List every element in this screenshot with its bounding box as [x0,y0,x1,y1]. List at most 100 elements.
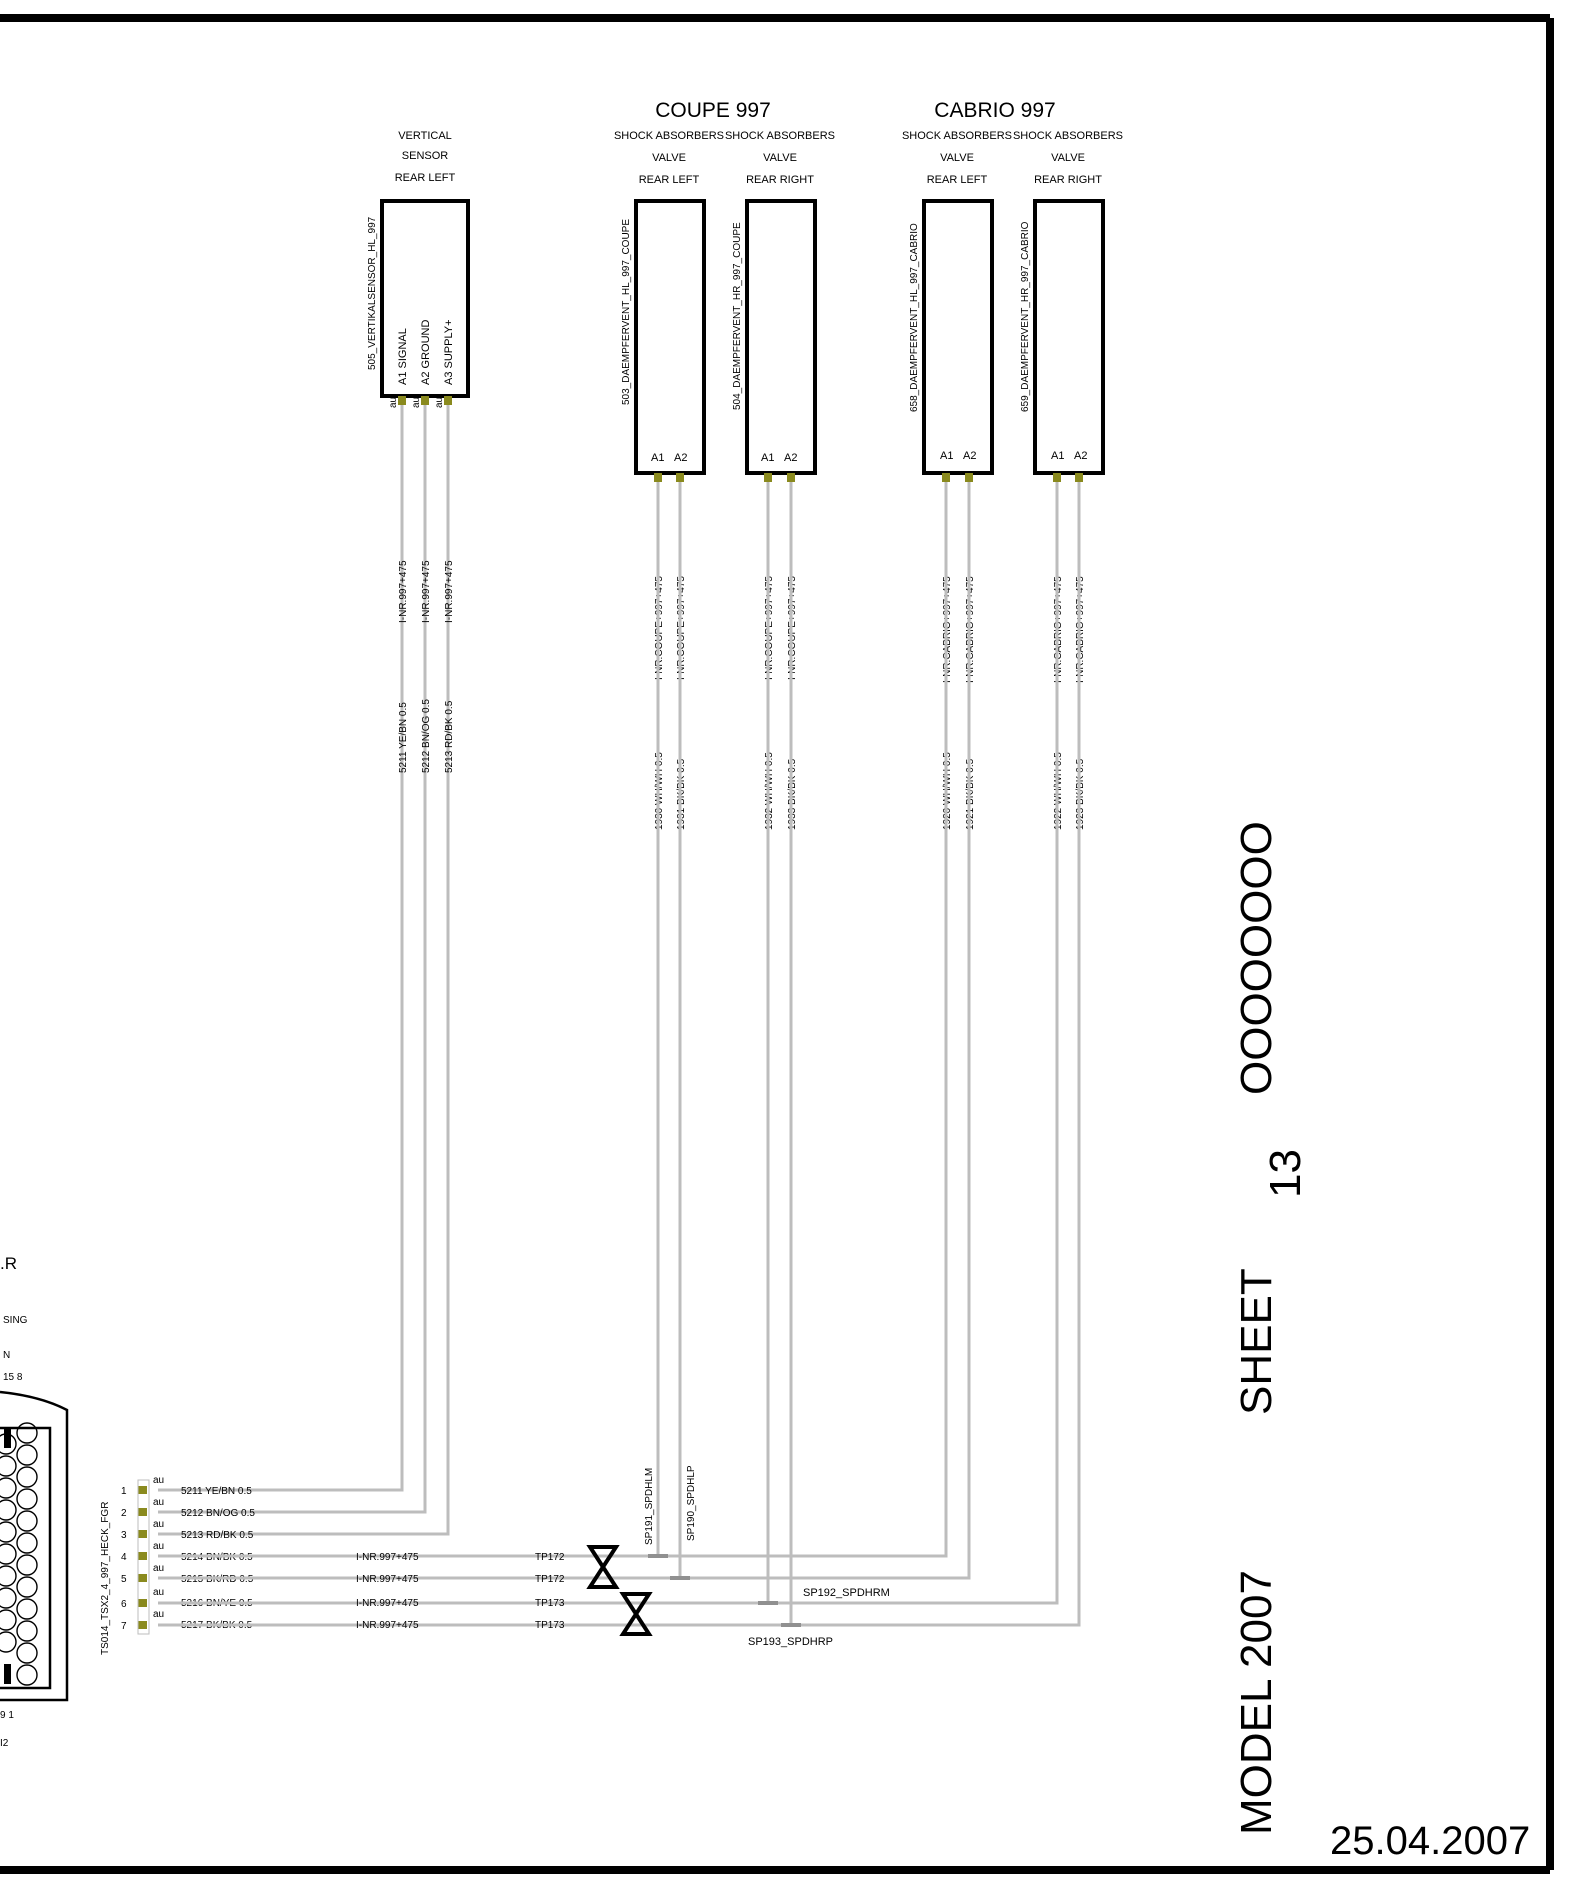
cabrio-title: CABRIO 997 [934,99,1055,122]
valve-name: 659_DAEMPFERVENT_HR_997_CABRIO [1020,221,1031,412]
fragment-label: I2 [0,1738,9,1749]
test-point-label: TP173 [535,1598,565,1609]
sensor-wires: I-NR.997+475 I-NR.997+475 I-NR.997+475 5… [158,405,455,1536]
valve-pin-a1: A1 [1051,450,1064,462]
connector-pin-number: 7 [121,1621,127,1632]
connector-pin-tag: au [153,1497,164,1508]
twisted-pair-symbol[interactable] [619,1592,653,1636]
splice-label: SP190_SPDHLP [686,1465,697,1541]
fragment-label: 9 1 [0,1710,14,1721]
partial-connector-fragment: .R SING N 15 8 9 1 I2 [0,1254,69,1749]
connector-pin-tag: au [153,1563,164,1574]
sensor-pin-terminal[interactable] [421,396,429,405]
twisted-pair-symbol[interactable] [586,1545,620,1589]
connector-terminal[interactable] [138,1486,147,1494]
valve-coupe-rear-right: SHOCK ABSORBERS VALVE REAR RIGHT 504_DAE… [725,130,835,830]
connector-pin-number: 3 [121,1530,127,1541]
valve-label-line3: REAR RIGHT [746,174,814,186]
connector-key [4,1428,11,1448]
splice-label: SP193_SPDHRP [748,1636,833,1648]
connector-terminal[interactable] [138,1508,147,1516]
test-point-label: TP172 [535,1574,565,1585]
connector-wire-id: I-NR.997+475 [356,1574,419,1585]
valve-pin-terminal[interactable] [1053,473,1061,482]
valve-label-line1: SHOCK ABSORBERS [725,130,835,142]
connector-terminal[interactable] [138,1599,147,1607]
connector-pin-number: 6 [121,1599,127,1610]
wire-id-label: I-NR.997+475 [421,560,432,623]
connector-pin-holes [0,1422,38,1686]
valve-pin-a1: A1 [940,450,953,462]
wire-5212[interactable] [158,405,427,1514]
valve-name: 504_DAEMPFERVENT_HR_997_COUPE [732,222,743,410]
valve-name: 658_DAEMPFERVENT_HL_997_CABRIO [909,223,920,412]
valve-pin-terminal[interactable] [654,473,662,482]
sensor-pin-a2: A2 GROUND [420,320,432,385]
valve-cabrio-rear-left: SHOCK ABSORBERS VALVE REAR LEFT 658_DAEM… [902,130,1012,830]
connector-terminal[interactable] [138,1552,147,1560]
splice-label: SP191_SPDHLM [644,1468,655,1545]
connector-housing-inner [0,1426,52,1690]
sensor-pin-terminal[interactable] [398,396,406,405]
fragment-label: SING [3,1315,28,1326]
sheet-frame [0,14,1554,1874]
connector-terminal[interactable] [138,1574,147,1582]
connector-housing [0,1390,69,1702]
valve-name: 503_DAEMPFERVENT_HL_997_COUPE [621,219,632,405]
wire-1920[interactable] [640,482,948,1558]
valve-label-line2: VALVE [940,152,974,164]
connector-wire-id: I-NR.997+475 [356,1620,419,1631]
valve-label-line2: VALVE [1051,152,1085,164]
valve-box[interactable] [922,199,994,475]
sensor-pin-terminal[interactable] [444,396,452,405]
wire-5213[interactable] [158,405,450,1536]
valve-label-line1: SHOCK ABSORBERS [1013,130,1123,142]
valve-pin-terminal[interactable] [764,473,772,482]
sheet-label: SHEET [1232,1268,1281,1415]
connector-pin-tag: au [153,1475,164,1486]
wire-spec-label: 5212 BN/OG 0.5 [421,699,432,773]
sensor-name: 505_VERTIKALSENSOR_HL_997 [367,216,378,370]
harness-connector: TS014_TSX2_4_997_HECK_FGR 1 2 3 4 5 6 7 … [100,1475,660,1655]
wire-id-label: I-NR.997+475 [444,560,455,623]
coupe-title: COUPE 997 [655,99,771,122]
connector-terminal-strip [137,1479,150,1635]
valve-label-line2: VALVE [652,152,686,164]
sensor-label-line1: VERTICAL [398,130,452,142]
valve-box[interactable] [745,199,817,475]
connector-terminal[interactable] [138,1621,147,1629]
sheet-number: 13 [1261,1149,1310,1198]
fragment-label: N [3,1350,10,1361]
fragment-label: .R [0,1254,17,1273]
connector-pin-number: 4 [121,1552,127,1563]
wire-spec-label: 5213 RD/BK 0.5 [444,700,455,773]
valve-box[interactable] [1033,199,1105,475]
connector-wire-spec: 5211 YE/BN 0.5 [181,1486,252,1497]
wire-5211[interactable] [158,405,404,1492]
connector-wire-id: I-NR.997+475 [356,1598,419,1609]
valve-pin-terminal[interactable] [1075,473,1083,482]
valve-pin-terminal[interactable] [965,473,973,482]
connector-terminal[interactable] [138,1530,147,1538]
wire-1923[interactable] [650,482,1081,1627]
sheet-date: 25.04.2007 [1330,1819,1530,1863]
sensor-label-line2: SENSOR [402,150,449,162]
wire-1921[interactable] [660,482,971,1580]
valve-label-line2: VALVE [763,152,797,164]
valve-box[interactable] [634,199,706,475]
valve-pin-a2: A2 [963,450,976,462]
connector-pin-tag: au [153,1519,164,1530]
connector-pin-number: 5 [121,1574,127,1585]
splice-label: SP192_SPDHRM [803,1587,890,1599]
title-block: MODEL 2007 SHEET 13 OOOOOOOO 25.04.2007 [1232,821,1530,1863]
connector-wire-id: I-NR.997+475 [356,1552,419,1563]
wire-1922[interactable] [650,482,1059,1605]
valve-wires [640,482,1081,1627]
test-point-label: TP172 [535,1552,565,1563]
valve-cabrio-rear-right: SHOCK ABSORBERS VALVE REAR RIGHT 659_DAE… [1013,130,1123,830]
sensor-box[interactable] [380,199,470,398]
valve-pin-terminal[interactable] [676,473,684,482]
valve-pin-terminal[interactable] [942,473,950,482]
valve-pin-terminal[interactable] [787,473,795,482]
